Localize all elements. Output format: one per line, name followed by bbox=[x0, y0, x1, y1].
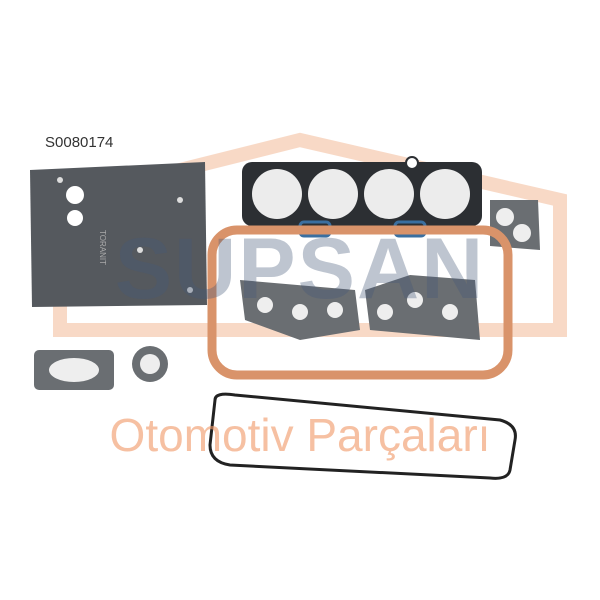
watermark-outline bbox=[53, 132, 567, 337]
manifold-gaskets bbox=[240, 275, 480, 340]
watermark-brand: SUPSAN bbox=[114, 221, 486, 317]
valve-cover-gasket bbox=[208, 392, 517, 480]
thermostat-gasket bbox=[132, 346, 168, 382]
watermark-tagline: Otomotiv Parçaları bbox=[109, 409, 491, 461]
cylinder-head-gasket bbox=[242, 156, 482, 238]
carburetor-gasket bbox=[34, 350, 114, 390]
sheet-print: TORANIT bbox=[98, 230, 107, 265]
sheet-gasket: TORANIT bbox=[30, 162, 207, 307]
oil-pan-gasket bbox=[207, 225, 513, 380]
product-code: S0080174 bbox=[45, 134, 114, 151]
